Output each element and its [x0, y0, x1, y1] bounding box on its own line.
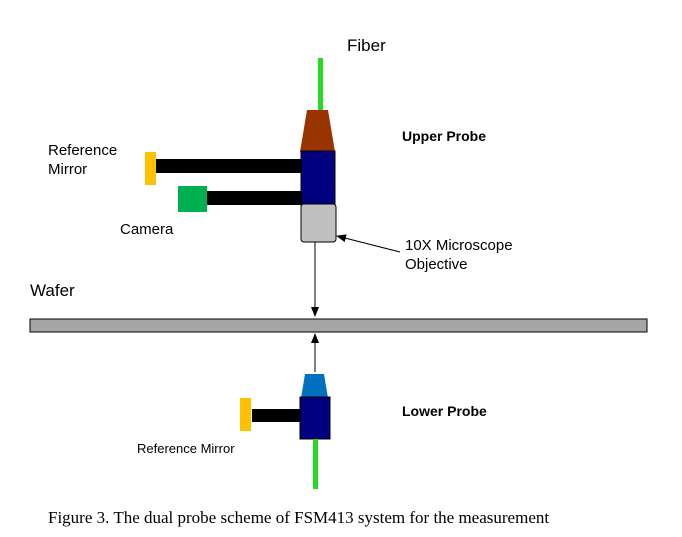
label-reference-mirror-upper-line1: Reference — [48, 142, 118, 159]
label-camera: Camera — [120, 221, 174, 238]
objective-pointer — [336, 234, 401, 253]
lower-lens — [301, 374, 328, 398]
label-upper-probe: Upper Probe — [402, 128, 487, 144]
upper-objective — [300, 203, 337, 243]
label-fiber: Fiber — [347, 36, 386, 55]
label-objective-line2: Objective — [405, 256, 468, 273]
label-wafer: Wafer — [30, 281, 75, 300]
reference-mirror-upper — [145, 152, 156, 185]
label-objective-line1: 10X Microscope — [405, 237, 513, 254]
fiber-lower — [313, 439, 318, 489]
wafer — [29, 318, 648, 333]
camera-arm — [207, 191, 302, 205]
label-reference-mirror-lower: Reference Mirror — [137, 441, 235, 456]
mirror-arm-upper — [156, 159, 302, 173]
label-lower-probe: Lower Probe — [402, 403, 487, 419]
upper-probe-body — [300, 150, 336, 206]
lower-probe-body — [299, 396, 331, 440]
fiber-upper — [318, 58, 323, 110]
upper-lens — [300, 110, 335, 152]
reference-mirror-lower — [240, 398, 251, 431]
label-reference-mirror-upper-line2: Mirror — [48, 161, 88, 178]
mirror-arm-lower — [252, 409, 301, 422]
camera-body — [178, 186, 207, 212]
figure-caption: Figure 3. The dual probe scheme of FSM41… — [48, 508, 550, 527]
